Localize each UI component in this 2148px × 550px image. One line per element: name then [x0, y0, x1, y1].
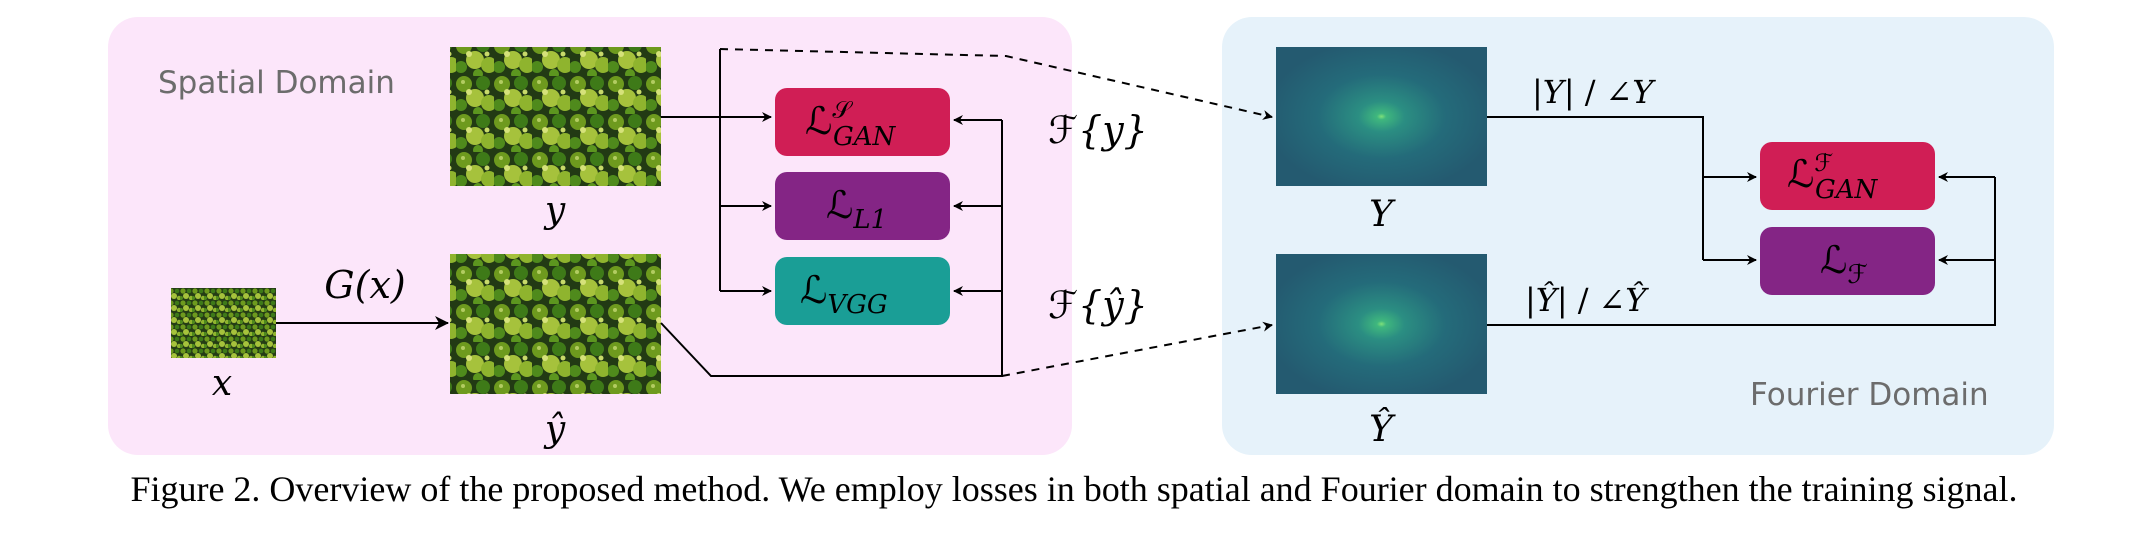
loss-label-l1: ℒL1	[826, 183, 887, 235]
fourier-transform-arrow-y-hat	[1001, 321, 1273, 377]
Y-route	[1487, 116, 1704, 260]
spectrum-Y-hat	[1276, 254, 1487, 394]
spectrum-Y	[1276, 47, 1487, 186]
fourier-label-y-hat: ℱ{ŷ}	[1048, 283, 1148, 327]
mag-phase-label-Y: |Y|/∠Y	[1532, 73, 1656, 111]
label-y-hat: ŷ	[543, 409, 566, 450]
fourier-domain-label: Fourier Domain	[1750, 377, 1989, 413]
loss-label-vgg: ℒVGG	[800, 268, 888, 320]
loss-box-fourier	[1760, 227, 1935, 295]
image-y	[450, 47, 661, 186]
input-image-x	[171, 288, 276, 358]
label-Y-hat: Ŷ	[1369, 408, 1396, 450]
figure-caption: Figure 2. Overview of the proposed metho…	[130, 469, 2018, 509]
image-y-hat	[450, 254, 661, 394]
Y-hat-route	[1487, 177, 1996, 326]
spatial-domain-label: Spatial Domain	[158, 65, 395, 101]
fourier-label-y: ℱ{y}	[1048, 108, 1148, 152]
mag-phase-label-Y-hat: |Ŷ|/∠Ŷ	[1525, 281, 1649, 319]
label-y: y	[543, 190, 566, 231]
loss-box-gan-spatial	[775, 88, 950, 156]
loss-box-l1	[775, 172, 950, 240]
loss-box-gan-fourier	[1760, 142, 1935, 210]
label-x: x	[212, 363, 232, 404]
generator-label: G(x)	[324, 263, 405, 307]
loss-box-vgg	[775, 257, 950, 325]
label-Y: Y	[1369, 194, 1396, 235]
y-hat-route	[660, 120, 1003, 377]
loss-label-fourier: ℒℱ	[1820, 238, 1868, 290]
fourier-transform-arrow-y	[719, 48, 1273, 120]
